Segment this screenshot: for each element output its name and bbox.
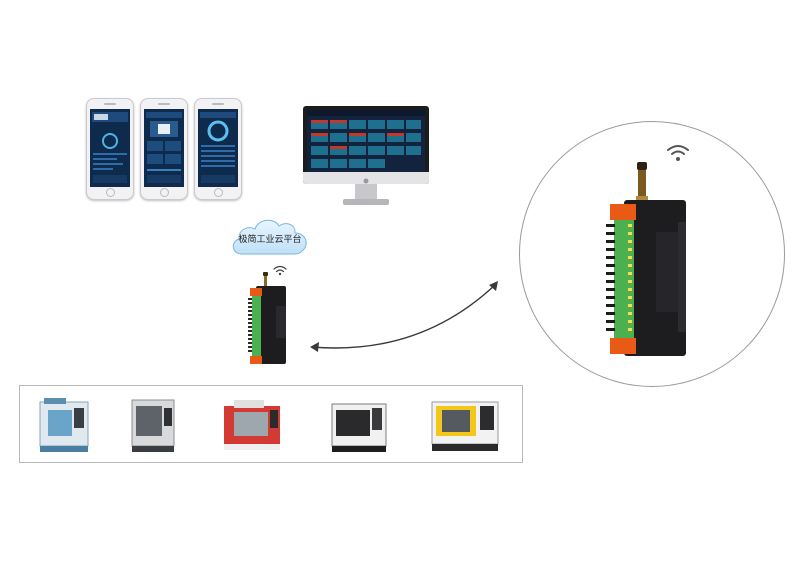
large-io-device <box>606 162 686 356</box>
phone-mockup-3 <box>194 98 242 200</box>
phone-mockup-1 <box>86 98 134 200</box>
monitor-stand <box>355 184 377 200</box>
small-io-device <box>248 272 286 364</box>
cloud-platform-label: 极简工业云平台 <box>238 235 302 245</box>
cnc-machine-4 <box>331 403 387 452</box>
small-wifi-icon <box>273 265 287 276</box>
bidirectional-arrow-icon <box>310 281 498 352</box>
device-detail-circle <box>519 121 785 387</box>
cnc-machine-3 <box>224 400 280 450</box>
cnc-machine-2 <box>131 399 175 452</box>
monitor-base <box>343 199 389 205</box>
desktop-monitor <box>303 106 429 184</box>
cnc-machine-1 <box>39 398 89 452</box>
cnc-machine-5 <box>431 401 499 451</box>
cloud-icon <box>232 219 307 255</box>
large-wifi-icon <box>667 145 689 161</box>
phone-mockup-2 <box>140 98 188 200</box>
